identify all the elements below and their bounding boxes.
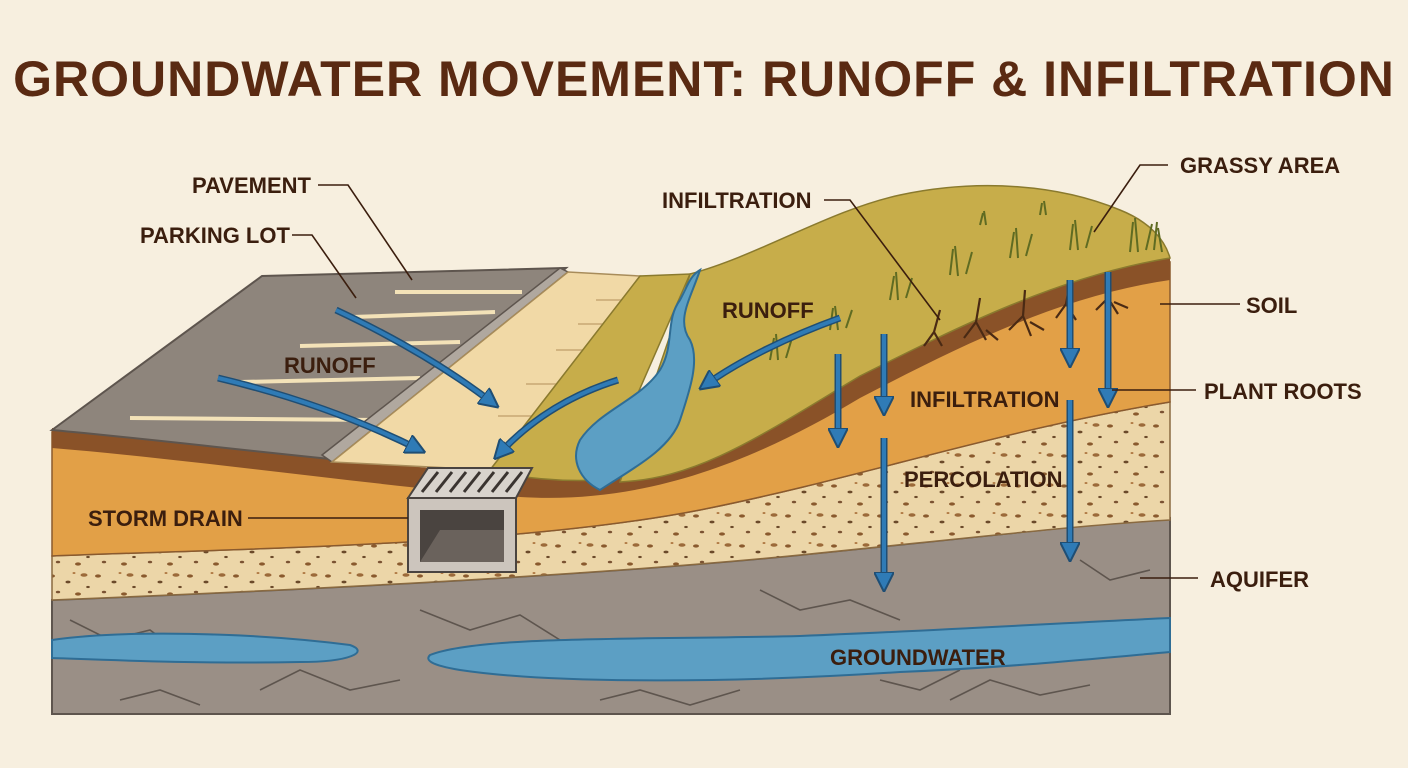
label-aquifer: AQUIFER (1210, 567, 1309, 592)
runoff-stream (575, 267, 702, 492)
diagram-title: GROUNDWATER MOVEMENT: RUNOFF & INFILTRAT… (13, 51, 1395, 107)
runoff-arrow-1 (335, 308, 494, 404)
runoff-arrow-3 (498, 378, 619, 455)
label-percolation: PERCOLATION (904, 467, 1062, 492)
infiltration-arrows (838, 272, 1108, 586)
runoff-arrow-4 (704, 316, 841, 386)
runoff-arrow-2 (217, 376, 420, 450)
label-runoff-left: RUNOFF (284, 353, 376, 378)
label-grassy-area: GRASSY AREA (1180, 153, 1340, 178)
label-storm-drain: STORM DRAIN (88, 506, 243, 531)
runoff-arrows (217, 306, 842, 455)
grassy-hill (618, 184, 1171, 483)
label-parking-lot: PARKING LOT (140, 223, 290, 248)
groundwater-pool-left (51, 632, 359, 664)
parking-lines (129, 290, 522, 422)
label-soil: SOIL (1246, 293, 1297, 318)
label-infiltration-top: INFILTRATION (662, 188, 812, 213)
label-runoff-right: RUNOFF (722, 298, 814, 323)
storm-drain (406, 467, 534, 573)
label-plant-roots: PLANT ROOTS (1204, 379, 1362, 404)
label-infiltration-mid: INFILTRATION (910, 387, 1060, 412)
grass-tufts (769, 200, 1163, 361)
label-groundwater: GROUNDWATER (830, 645, 1006, 670)
groundwater-pool-main (427, 616, 1171, 682)
leader-lines (248, 164, 1240, 579)
label-pavement: PAVEMENT (192, 173, 312, 198)
